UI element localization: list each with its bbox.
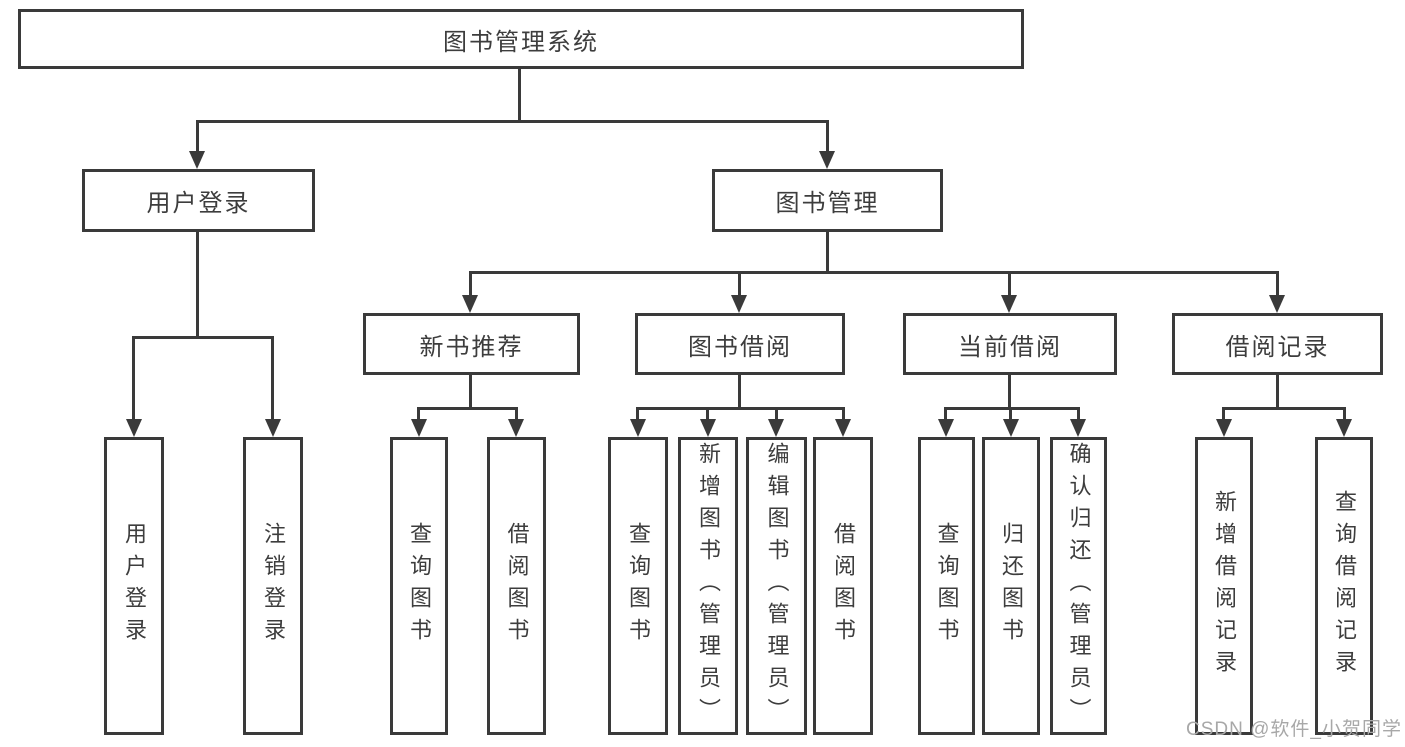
connector-vline (518, 69, 521, 122)
connector-hline (417, 407, 518, 410)
connector-hline (1222, 407, 1346, 410)
connector-vline (826, 120, 829, 152)
arrow-down-icon (1070, 419, 1086, 437)
node-leaf-confirm-return-admin: 确认归还（管理员） (1050, 437, 1107, 735)
node-leaf-query-book-borrow: 查询图书 (608, 437, 668, 735)
arrow-down-icon (1269, 295, 1285, 313)
connector-hline (944, 407, 1080, 410)
node-new-book-recommend: 新书推荐 (363, 313, 580, 375)
arrow-down-icon (938, 419, 954, 437)
arrow-down-icon (1003, 419, 1019, 437)
leaf-label: 查询借阅记录 (1332, 490, 1357, 682)
connector-vline (1008, 375, 1011, 410)
leaf-label: 查询图书 (934, 522, 960, 650)
connector-vline (738, 271, 741, 295)
arrow-down-icon (508, 419, 524, 437)
arrow-down-icon (1336, 419, 1352, 437)
node-user-login: 用户登录 (82, 169, 315, 232)
leaf-label: 注销登录 (261, 522, 286, 650)
connector-hline (132, 336, 274, 339)
node-leaf-logout: 注销登录 (243, 437, 303, 735)
connector-vline (515, 407, 518, 419)
arrow-down-icon (126, 419, 142, 437)
connector-vline (944, 407, 947, 419)
node-borrow-records: 借阅记录 (1172, 313, 1383, 375)
arrow-down-icon (630, 419, 646, 437)
node-leaf-edit-book-admin: 编辑图书（管理员） (746, 437, 807, 735)
leaf-label: 查询图书 (626, 522, 651, 650)
arrow-down-icon (1001, 295, 1017, 313)
connector-vline (842, 407, 845, 419)
connector-vline (196, 232, 199, 339)
connector-vline (1276, 271, 1279, 295)
arrow-down-icon (1216, 419, 1232, 437)
leaf-label: 确认归还（管理员） (1066, 442, 1092, 730)
connector-vline (1009, 407, 1012, 419)
node-book-borrow: 图书借阅 (635, 313, 845, 375)
connector-vline (469, 271, 472, 295)
csdn-watermark: CSDN @软件_小贺同学 (1186, 719, 1402, 740)
leaf-label: 查询图书 (407, 522, 432, 650)
connector-vline (706, 407, 709, 419)
arrow-down-icon (189, 151, 205, 169)
connector-vline (271, 336, 274, 419)
arrow-down-icon (411, 419, 427, 437)
node-leaf-borrow-book-recommend: 借阅图书 (487, 437, 546, 735)
leaf-label: 归还图书 (999, 522, 1024, 650)
arrow-down-icon (265, 419, 281, 437)
node-leaf-query-book-current: 查询图书 (918, 437, 975, 735)
arrow-down-icon (768, 419, 784, 437)
connector-hline (636, 407, 845, 410)
node-leaf-borrow-book: 借阅图书 (813, 437, 873, 735)
node-current-borrow: 当前借阅 (903, 313, 1117, 375)
arrow-down-icon (835, 419, 851, 437)
leaf-label: 用户登录 (122, 522, 147, 650)
connector-vline (417, 407, 420, 419)
connector-vline (636, 407, 639, 419)
connector-vline (196, 120, 199, 152)
node-leaf-add-book-admin: 新增图书（管理员） (678, 437, 738, 735)
connector-hline (469, 271, 1279, 274)
connector-hline (196, 120, 829, 123)
connector-vline (775, 407, 778, 419)
connector-vline (1222, 407, 1225, 419)
leaf-label: 借阅图书 (504, 522, 530, 650)
arrow-down-icon (462, 295, 478, 313)
connector-vline (1276, 375, 1279, 410)
node-book-management: 图书管理 (712, 169, 943, 232)
node-leaf-add-borrow-record: 新增借阅记录 (1195, 437, 1253, 735)
connector-vline (469, 375, 472, 410)
node-library-system: 图书管理系统 (18, 9, 1024, 69)
connector-vline (738, 375, 741, 410)
leaf-label: 借阅图书 (831, 522, 856, 650)
leaf-label: 编辑图书（管理员） (764, 442, 790, 730)
arrow-down-icon (700, 419, 716, 437)
connector-vline (1343, 407, 1346, 419)
node-leaf-query-book-recommend: 查询图书 (390, 437, 448, 735)
connector-vline (1077, 407, 1080, 419)
leaf-label: 新增图书（管理员） (696, 442, 721, 730)
arrow-down-icon (731, 295, 747, 313)
node-leaf-return-book: 归还图书 (982, 437, 1040, 735)
connector-vline (132, 336, 135, 419)
arrow-down-icon (819, 151, 835, 169)
connector-vline (826, 232, 829, 274)
node-leaf-user-login: 用户登录 (104, 437, 164, 735)
node-leaf-query-borrow-record: 查询借阅记录 (1315, 437, 1373, 735)
connector-vline (1008, 271, 1011, 295)
leaf-label: 新增借阅记录 (1212, 490, 1237, 682)
